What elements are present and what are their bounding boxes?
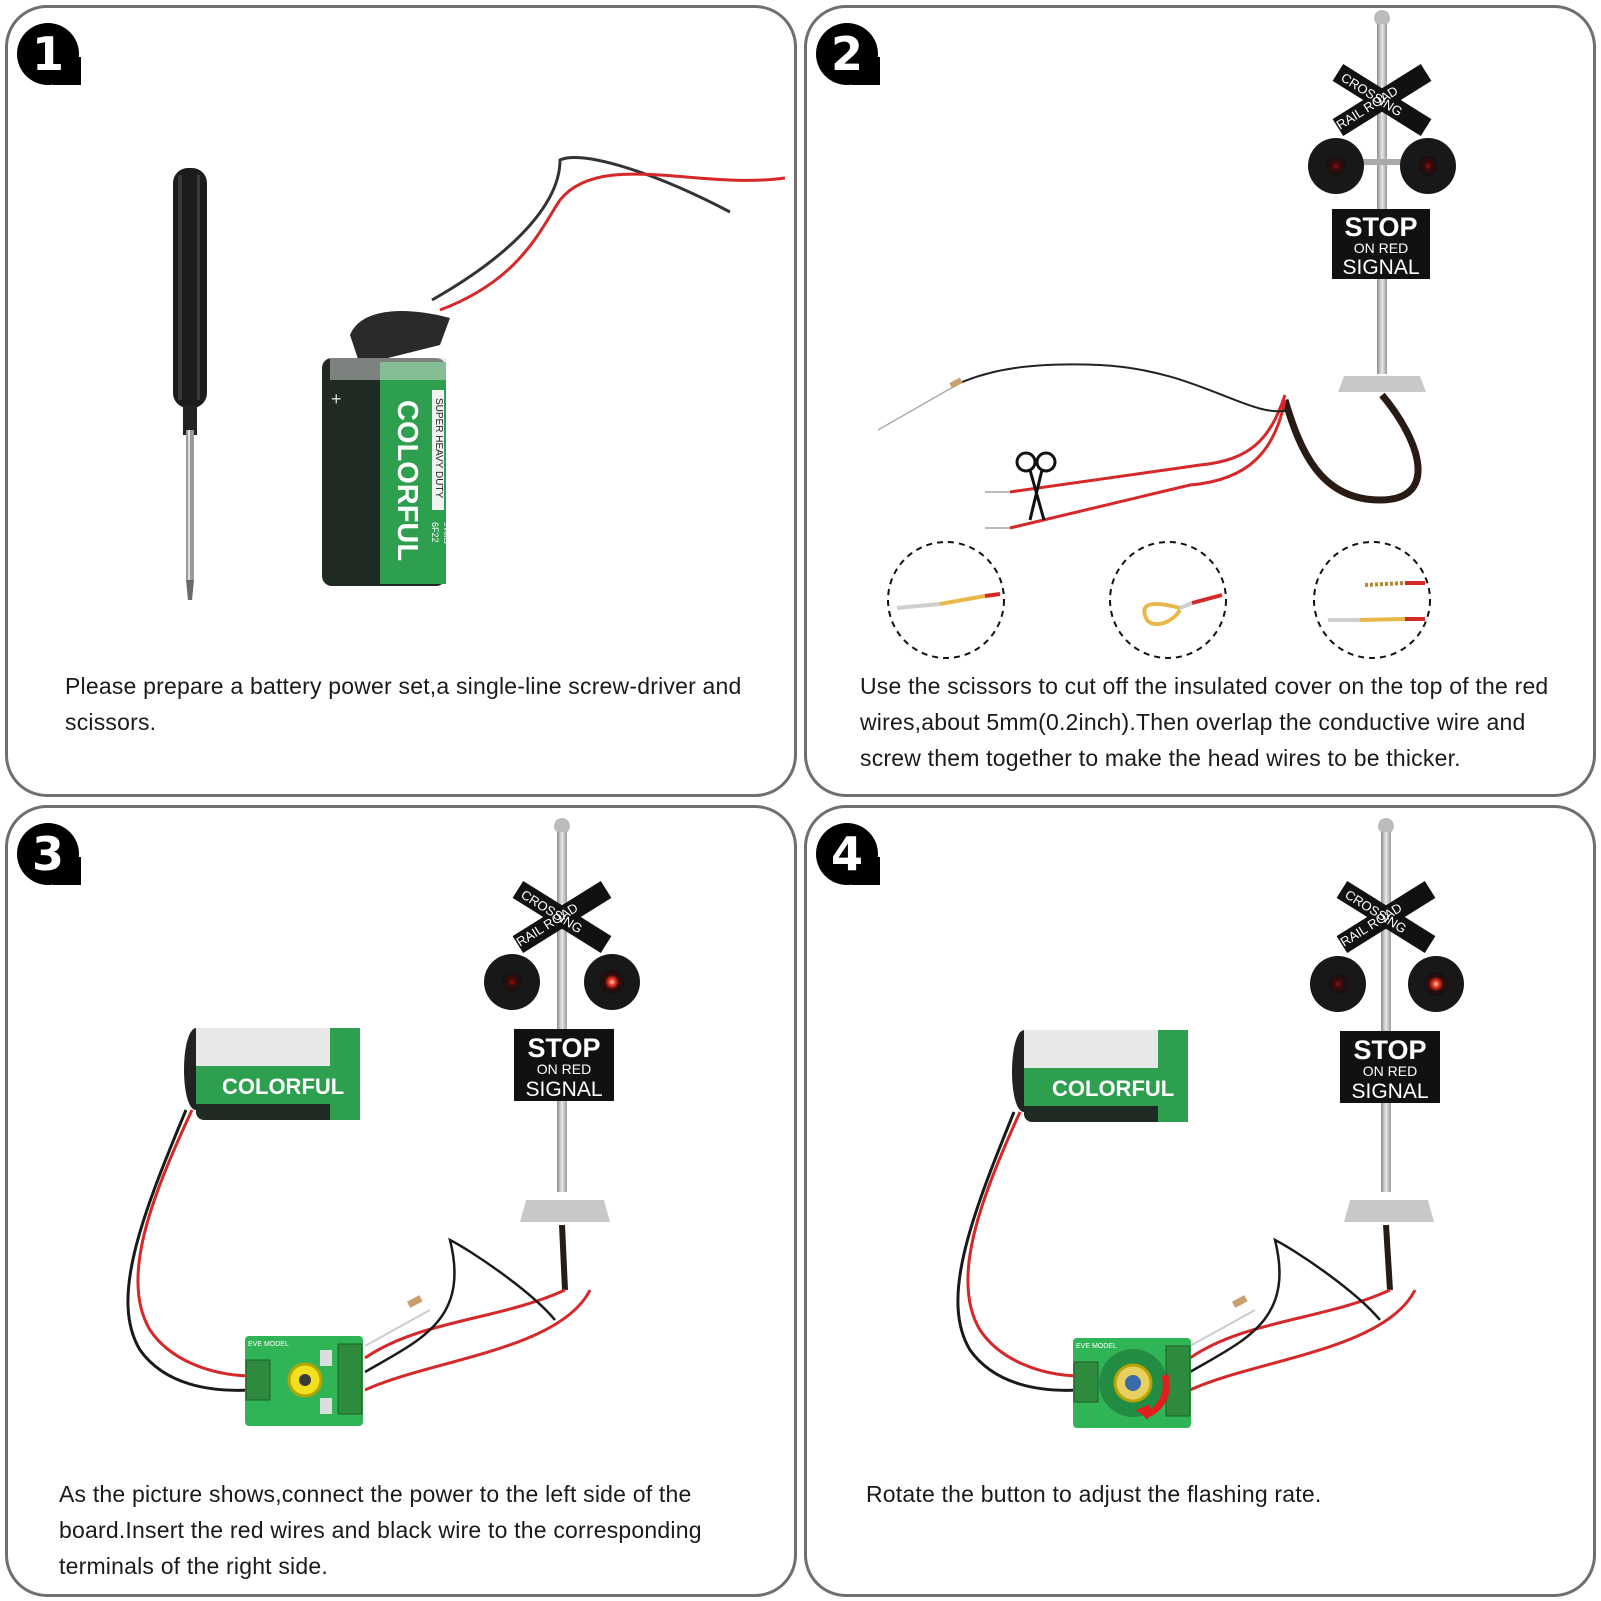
- stop-sign-line3-4: SIGNAL: [1351, 1080, 1428, 1103]
- battery-brand-label: COLORFUL: [391, 400, 423, 561]
- step-panel-3: [5, 805, 797, 1597]
- step-caption-4: Rotate the button to adjust the flashing…: [866, 1481, 1322, 1507]
- crossing-signal-3: CROSSING RAIL ROAD STOP ON RED SIGNAL: [484, 818, 640, 1291]
- step-panel-4: [804, 805, 1596, 1597]
- step-number-badge-4: 4: [816, 823, 880, 885]
- board-label-4: EVE MODEL: [1076, 1343, 1117, 1350]
- crossing-signal-2: CROSSING RAIL ROAD STOP ON RED SIGNAL: [877, 10, 1456, 530]
- battery-plus-sign: +: [331, 389, 342, 409]
- step-caption-2: Use the scissors to cut off the insulate…: [860, 673, 1549, 771]
- battery-line-label: SUPER HEAVY DUTY: [433, 398, 444, 499]
- stop-sign-line2-3: ON RED: [537, 1061, 591, 1077]
- wire-stripping-detail-1: [887, 541, 1005, 659]
- step-number-badge-1: 1: [17, 23, 81, 85]
- step-panel-2: [804, 5, 1596, 797]
- battery-voltage-label: 9Volts: [442, 522, 451, 544]
- wire-stripping-detail-2: [1109, 541, 1227, 659]
- stop-sign-line3: SIGNAL: [1342, 256, 1419, 279]
- battery-brand-label-3: COLORFUL: [222, 1074, 344, 1099]
- step-number-badge-2: 2: [816, 23, 880, 85]
- screwdriver: [173, 168, 207, 600]
- battery-9v-4: COLORFUL: [1012, 1030, 1188, 1122]
- flasher-board-4: EVE MODEL: [956, 1111, 1417, 1428]
- battery-model-label: 6F22: [430, 522, 440, 543]
- battery-9v: + COLORFUL SUPER HEAVY DUTY 6F22 9Volts: [322, 156, 786, 586]
- board-label-3: EVE MODEL: [248, 1341, 289, 1348]
- crossing-signal-4: CROSSING RAIL ROAD STOP ON RED SIGNAL: [1310, 818, 1464, 1291]
- stop-sign-line1-4: STOP: [1353, 1035, 1426, 1065]
- step-caption-1: Please prepare a battery power set,a sin…: [65, 673, 742, 735]
- battery-9v-3: COLORFUL: [184, 1028, 360, 1120]
- stop-sign-line2-4: ON RED: [1363, 1063, 1417, 1079]
- step-number-badge-3: 3: [17, 823, 81, 885]
- stop-sign-line2: ON RED: [1354, 240, 1408, 256]
- stop-sign-line1: STOP: [1344, 212, 1417, 242]
- step-caption-3: As the picture shows,connect the power t…: [59, 1481, 702, 1579]
- scissors-icon: [1015, 451, 1057, 521]
- stop-sign-line1-3: STOP: [527, 1033, 600, 1063]
- flasher-board-3: EVE MODEL: [126, 1109, 592, 1426]
- battery-brand-label-4: COLORFUL: [1052, 1076, 1174, 1101]
- stop-sign-line3-3: SIGNAL: [525, 1078, 602, 1101]
- wire-stripping-detail-3: [1313, 541, 1431, 659]
